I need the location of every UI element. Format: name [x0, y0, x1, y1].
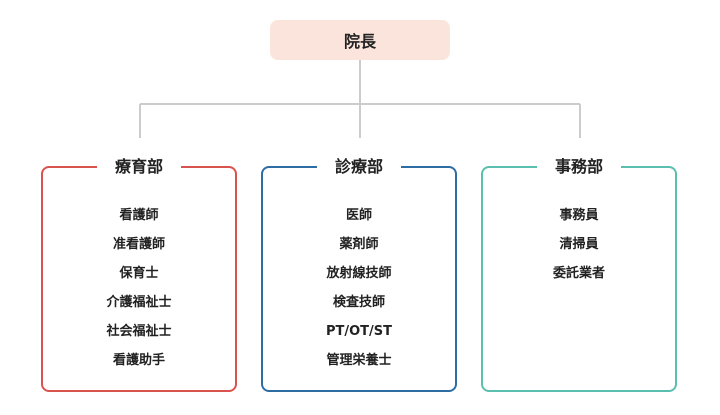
staff-role-item: 看護師	[119, 208, 159, 223]
department-box-ryoiku: 療育部 看護師 准看護師 保育士 介護福祉士 社会福祉士 看護助手	[41, 155, 237, 392]
staff-role-item: 管理栄養士	[326, 353, 392, 368]
department-staff-list: 事務員 清掃員 委託業者	[483, 201, 675, 288]
staff-role-item: 清掃員	[559, 237, 599, 252]
department-title: 診療部	[316, 155, 402, 179]
department-staff-list: 看護師 准看護師 保育士 介護福祉士 社会福祉士 看護助手	[43, 201, 235, 375]
staff-role-item: 介護福祉士	[106, 295, 172, 310]
staff-role-item: 准看護師	[112, 237, 165, 252]
staff-role-item: 看護助手	[112, 353, 165, 368]
staff-role-item: PT/OT/ST	[325, 324, 393, 339]
staff-role-item: 薬剤師	[339, 237, 379, 252]
root-node-director: 院長	[270, 20, 450, 60]
staff-role-item: 事務員	[559, 208, 599, 223]
department-box-jimu: 事務部 事務員 清掃員 委託業者	[481, 155, 677, 392]
department-staff-list: 医師 薬剤師 放射線技師 検査技師 PT/OT/ST 管理栄養士	[263, 201, 455, 375]
staff-role-item: 検査技師	[332, 295, 385, 310]
department-title: 事務部	[536, 155, 622, 179]
staff-role-item: 保育士	[119, 266, 159, 281]
staff-role-item: 委託業者	[552, 266, 605, 281]
staff-role-item: 放射線技師	[326, 266, 392, 281]
staff-role-item: 社会福祉士	[106, 324, 172, 339]
department-title: 療育部	[96, 155, 182, 179]
department-box-shinryo: 診療部 医師 薬剤師 放射線技師 検査技師 PT/OT/ST 管理栄養士	[261, 155, 457, 392]
root-node-label: 院長	[343, 32, 376, 51]
staff-role-item: 医師	[345, 208, 372, 223]
